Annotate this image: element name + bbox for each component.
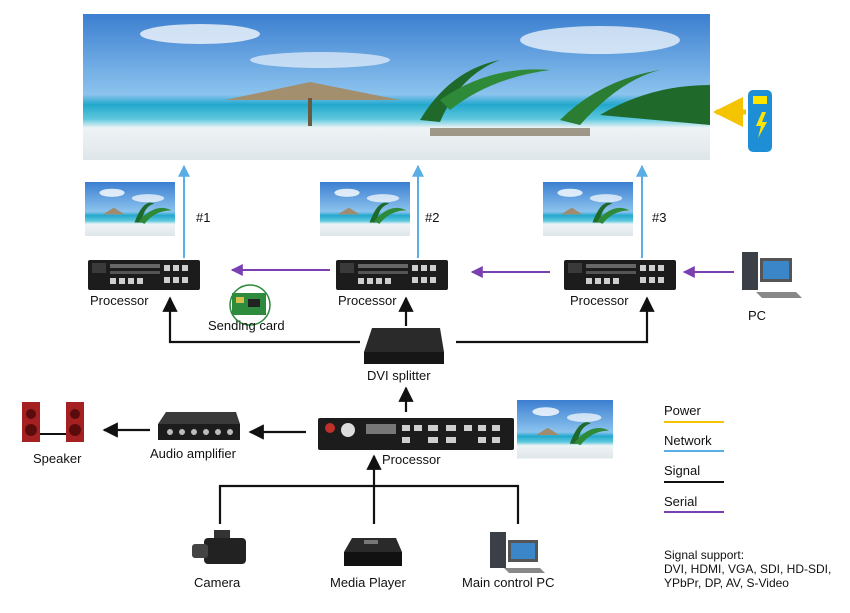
screen-label-2: #2 xyxy=(425,210,440,225)
signal-arrows-top xyxy=(162,296,655,412)
media-player-icon xyxy=(344,538,402,566)
processor-3 xyxy=(564,260,676,290)
main-processor-label: Processor xyxy=(382,452,441,467)
media-player-label: Media Player xyxy=(330,575,406,590)
signal-support-line-2: YPbPr, DP, AV, S-Video xyxy=(664,576,789,590)
speaker-label: Speaker xyxy=(33,451,82,466)
signal-support-title: Signal support: xyxy=(664,548,745,562)
dvi-splitter-device xyxy=(364,328,444,364)
camera-icon xyxy=(192,530,246,564)
processor-preview-screen xyxy=(517,400,613,459)
processor-label-2: Processor xyxy=(338,293,397,308)
screen-label-3: #3 xyxy=(652,210,667,225)
screen-thumb-1 xyxy=(85,182,175,236)
legend-power-label: Power xyxy=(664,403,701,418)
screen-thumb-2 xyxy=(320,182,410,236)
processor-2 xyxy=(336,260,448,290)
processor-label-1: Processor xyxy=(90,293,149,308)
screen-label-1: #1 xyxy=(196,210,211,225)
legend-serial-label: Serial xyxy=(664,494,698,509)
main-processor-device xyxy=(318,418,514,450)
legend-network-label: Network xyxy=(664,433,712,448)
processor-1 xyxy=(88,260,200,290)
signal-support-note: Signal support: DVI, HDMI, VGA, SDI, HD-… xyxy=(664,548,844,590)
serial-arrows xyxy=(230,264,734,278)
camera-label: Camera xyxy=(194,575,241,590)
network-arrows xyxy=(178,164,648,258)
audio-amplifier-device xyxy=(158,412,240,440)
legend-lines xyxy=(664,421,724,513)
source-signal-bus xyxy=(218,454,520,524)
main-control-pc-label: Main control PC xyxy=(462,575,555,590)
legend-signal-label: Signal xyxy=(664,463,701,478)
audio-amplifier-label: Audio amplifier xyxy=(150,446,236,461)
pc-label: PC xyxy=(748,308,767,323)
main-control-pc-icon xyxy=(490,532,545,573)
signal-support-line-1: DVI, HDMI, VGA, SDI, HD-SDI, xyxy=(664,562,832,576)
power-battery-icon xyxy=(748,90,772,152)
led-screen xyxy=(83,14,710,160)
speaker-icon xyxy=(22,402,84,442)
sending-card-label: Sending card xyxy=(208,318,285,333)
pc-icon xyxy=(742,252,802,298)
dvi-splitter-label: DVI splitter xyxy=(367,368,431,383)
sending-card-icon xyxy=(229,284,271,326)
processor-label-3: Processor xyxy=(570,293,629,308)
screen-thumb-3 xyxy=(543,182,633,236)
